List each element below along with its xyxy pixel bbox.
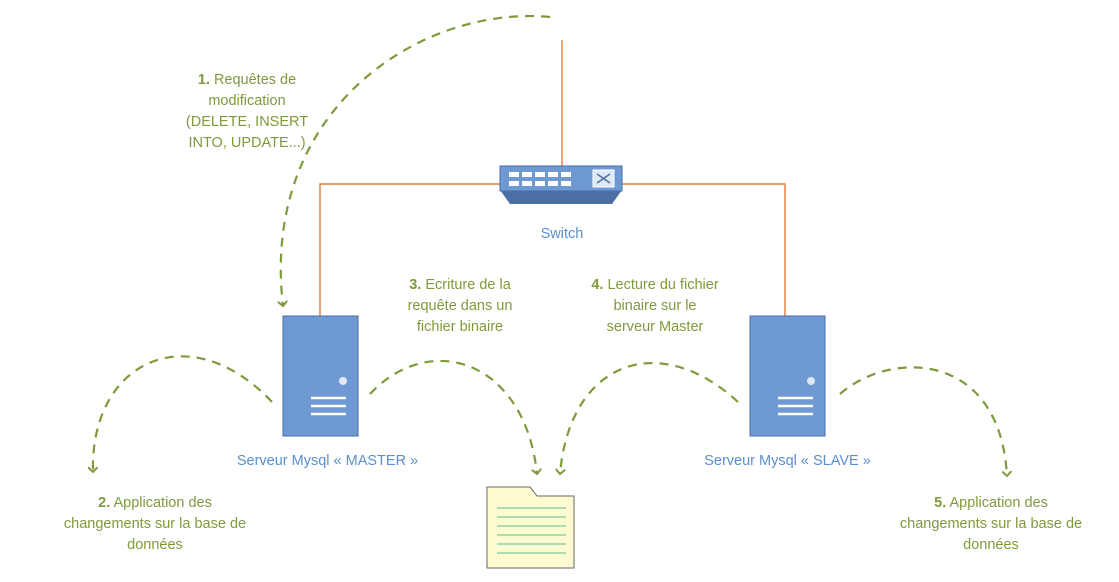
step-3-label: 3. Ecriture de la requête dans un fichie… bbox=[370, 275, 550, 338]
step-5-line-3: données bbox=[963, 537, 1019, 553]
step-4-label: 4. Lecture du fichier binaire sur le ser… bbox=[555, 275, 755, 338]
slave-server-label: Serveur Mysql « SLAVE » bbox=[704, 453, 871, 469]
step-1-line-3: (DELETE, INSERT bbox=[185, 114, 309, 130]
step-3-line-1: 3. Ecriture de la bbox=[409, 277, 511, 293]
step-1-line-4: INTO, UPDATE...) bbox=[188, 135, 306, 151]
step-1-label: 1. Requêtes de modification (DELETE, INS… bbox=[152, 70, 342, 154]
step-3-line-3: fichier binaire bbox=[416, 319, 504, 335]
step-2-line-2: changements sur la base de bbox=[63, 516, 247, 532]
step-4-line-3: serveur Master bbox=[606, 319, 704, 335]
step-1-line-1: 1. Requêtes de bbox=[197, 72, 297, 88]
master-server-label: Serveur Mysql « MASTER » bbox=[236, 453, 419, 469]
step-4-number: 4. bbox=[591, 277, 604, 293]
switch-label: Switch bbox=[540, 226, 584, 242]
slave-link-line bbox=[622, 183, 786, 316]
step1-arrow bbox=[281, 14, 551, 306]
step-5-line-1: 5. Application des bbox=[934, 495, 1048, 511]
step2-arrow bbox=[93, 355, 273, 472]
master-server-icon bbox=[282, 315, 359, 437]
step-4-line-2: binaire sur le bbox=[613, 298, 697, 314]
slave-server-icon bbox=[749, 315, 826, 437]
step-1-line-2: modification bbox=[208, 93, 286, 109]
step-2-label: 2. Application des changements sur la ba… bbox=[30, 493, 280, 556]
step-5-number: 5. bbox=[934, 495, 947, 511]
step-5-label: 5. Application des changements sur la ba… bbox=[866, 493, 1116, 556]
step-4-line-1: 4. Lecture du fichier bbox=[591, 277, 719, 293]
network-connections bbox=[319, 40, 786, 316]
step-1-number: 1. bbox=[197, 72, 210, 88]
step4-arrow bbox=[560, 362, 739, 474]
step5-arrow bbox=[839, 366, 1007, 476]
step-2-number: 2. bbox=[98, 495, 111, 511]
step-2-line-3: données bbox=[127, 537, 183, 553]
step-3-line-2: requête dans un bbox=[407, 298, 513, 314]
step-3-number: 3. bbox=[409, 277, 422, 293]
master-link-line bbox=[319, 183, 500, 316]
step-5-line-2: changements sur la base de bbox=[899, 516, 1083, 532]
binary-file-icon bbox=[486, 486, 575, 569]
step-2-line-1: 2. Application des bbox=[98, 495, 212, 511]
network-switch-icon bbox=[499, 165, 623, 204]
